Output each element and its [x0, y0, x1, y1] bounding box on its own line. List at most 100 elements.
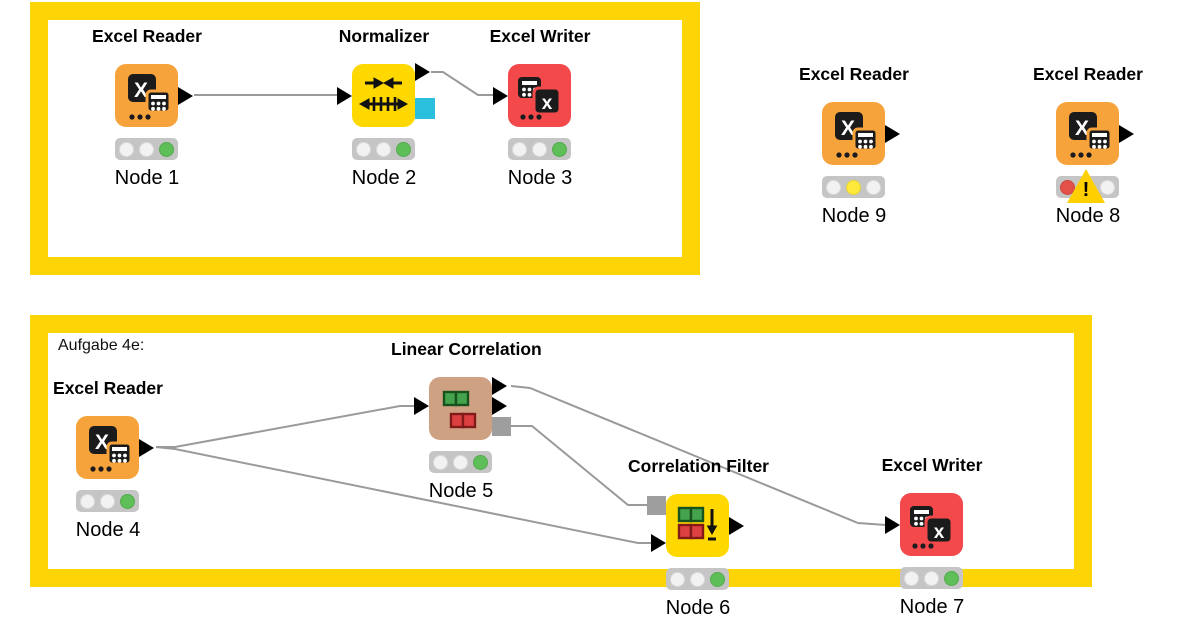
output-port-data[interactable]: [415, 63, 430, 81]
svg-text:x: x: [934, 522, 945, 543]
input-port[interactable]: [493, 86, 508, 105]
node-label[interactable]: Node 8: [1055, 205, 1121, 227]
node-excel-writer-3[interactable]: Excel Writer x Node 3: [470, 26, 610, 196]
excel-writer-glyph: x: [910, 506, 954, 549]
excel-reader-icon[interactable]: X: [76, 416, 154, 479]
status-light-green: [1100, 179, 1115, 195]
connection-Node4-to-Node5[interactable]: [156, 405, 416, 448]
status-light-green: [944, 570, 959, 586]
node-label[interactable]: Node 7: [899, 596, 965, 618]
svg-text:X: X: [95, 431, 109, 454]
normalizer-icon[interactable]: [337, 63, 435, 127]
node-excel-reader-8[interactable]: Excel Reader X ! Node 8: [1018, 64, 1158, 234]
node-excel-reader-9[interactable]: Excel Reader X Node 9: [784, 64, 924, 234]
node-title: Correlation Filter: [628, 456, 769, 476]
output-port[interactable]: [178, 86, 193, 105]
node-normalizer-2[interactable]: Normalizer Node 2: [314, 26, 454, 196]
output-port[interactable]: [729, 516, 744, 535]
connection-Node5-to-Node6[interactable]: [511, 425, 649, 506]
node-label[interactable]: Node 3: [507, 167, 573, 189]
excel-reader-glyph: X: [89, 426, 133, 472]
node-label[interactable]: Node 9: [821, 205, 887, 227]
svg-text:x: x: [542, 93, 553, 114]
annotation-text: Aufgabe 4e:: [58, 337, 145, 354]
output-port-1[interactable]: [492, 377, 507, 395]
output-port[interactable]: [1119, 124, 1134, 143]
excel-reader-icon[interactable]: X: [115, 64, 193, 127]
node-excel-reader-1[interactable]: Excel Reader X Node 1: [77, 26, 217, 196]
connection-Node4-to-Node6[interactable]: [155, 446, 651, 544]
input-port-model[interactable]: [647, 496, 666, 515]
input-port[interactable]: [337, 86, 352, 105]
status-light-green: [866, 179, 881, 195]
node-excel-reader-4[interactable]: Excel Reader X Node 4: [38, 378, 178, 548]
node-label[interactable]: Node 2: [351, 167, 417, 189]
status-light-green: [710, 571, 725, 587]
node-title: Excel Reader: [53, 378, 163, 398]
status-traffic-light: [666, 568, 729, 590]
svg-text:X: X: [841, 117, 855, 140]
status-traffic-light: [900, 567, 963, 589]
input-port[interactable]: [885, 515, 900, 534]
node-correlation-filter-6[interactable]: Correlation Filter Node 6: [628, 456, 769, 626]
node-label[interactable]: Node 1: [114, 167, 180, 189]
status-light-green: [120, 493, 135, 509]
connection-Node5-to-Node7[interactable]: [510, 385, 887, 526]
svg-text:X: X: [134, 79, 148, 102]
status-traffic-light: [352, 138, 415, 160]
status-light-red: [1060, 179, 1075, 195]
node-title: Linear Correlation: [391, 339, 542, 359]
status-light-green: [396, 141, 411, 157]
excel-writer-icon[interactable]: x: [493, 64, 571, 127]
excel-reader-icon[interactable]: X: [1056, 102, 1134, 165]
output-port-model[interactable]: [415, 98, 435, 119]
svg-text:X: X: [1075, 117, 1089, 140]
status-light-yellow: [100, 493, 115, 509]
status-light-yellow: [924, 570, 939, 586]
excel-reader-glyph: X: [128, 74, 172, 120]
status-light-red: [512, 141, 527, 157]
node-excel-writer-7[interactable]: Excel Writer x Node 7: [862, 455, 1002, 625]
node-title: Excel Reader: [1033, 64, 1143, 84]
connection-Node2-to-Node3[interactable]: [431, 71, 494, 96]
status-light-red: [356, 141, 371, 157]
output-port[interactable]: [885, 124, 900, 143]
node-label[interactable]: Node 4: [75, 519, 141, 541]
status-traffic-light: [429, 451, 492, 473]
node-title: Excel Writer: [881, 455, 983, 475]
linear-correlation-glyph: [442, 390, 477, 429]
node-title: Excel Writer: [489, 26, 591, 46]
status-light-yellow: [532, 141, 547, 157]
status-light-red: [670, 571, 685, 587]
excel-reader-icon[interactable]: X: [822, 102, 900, 165]
node-label[interactable]: Node 5: [428, 480, 494, 502]
linear-correlation-icon[interactable]: [414, 377, 511, 440]
output-port-2[interactable]: [492, 397, 507, 415]
status-light-red: [433, 454, 448, 470]
input-port[interactable]: [414, 397, 429, 415]
output-port[interactable]: [139, 438, 154, 457]
normalizer-glyph: [358, 77, 409, 111]
status-traffic-light: [76, 490, 139, 512]
status-light-green: [159, 141, 174, 157]
excel-reader-glyph: X: [1069, 112, 1113, 158]
node-linear-correlation-5[interactable]: Linear Correlation Node 5: [391, 339, 542, 509]
input-port-data[interactable]: [651, 534, 666, 552]
output-port-model[interactable]: [492, 417, 511, 436]
status-light-green: [473, 454, 488, 470]
status-light-yellow: [453, 454, 468, 470]
status-light-red: [826, 179, 841, 195]
status-light-green: [552, 141, 567, 157]
status-traffic-light: [508, 138, 571, 160]
node-label[interactable]: Node 6: [665, 597, 731, 619]
correlation-filter-icon[interactable]: [647, 494, 744, 557]
correlation-filter-glyph: [677, 506, 718, 541]
excel-writer-icon[interactable]: x: [885, 493, 963, 556]
node-title: Normalizer: [338, 26, 430, 46]
status-light-yellow: [690, 571, 705, 587]
excel-writer-glyph: x: [518, 77, 562, 120]
status-light-red: [80, 493, 95, 509]
excel-reader-glyph: X: [835, 112, 879, 158]
